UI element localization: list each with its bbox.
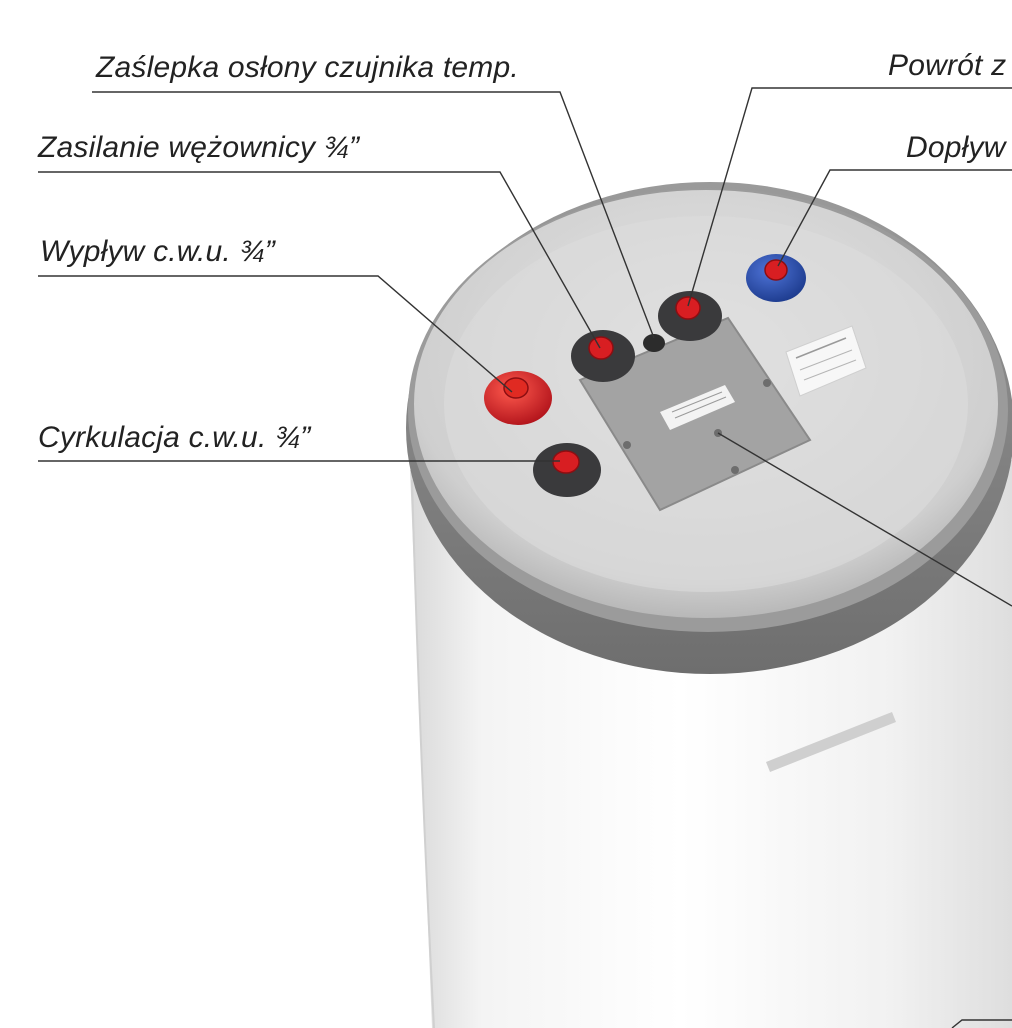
leader-lines [38, 87, 1012, 1028]
plate-screw-icon [763, 379, 771, 387]
coil-supply-connector [571, 330, 635, 382]
callout-coil-return: Powrót z [888, 49, 1007, 82]
leader-coil-supply [38, 171, 601, 349]
leader-cold-water-inlet [777, 169, 1012, 267]
cold-water-inlet-connector [746, 254, 806, 302]
circulation-connector [533, 443, 601, 497]
callout-cold-water-inlet: Dopływ [906, 131, 1006, 164]
leader-bottom [951, 1019, 1012, 1028]
rating-label [785, 325, 867, 397]
callout-coil-supply: Zasilanie wężownicy ¾” [38, 131, 360, 164]
leader-sensor-cap [92, 91, 655, 339]
coil-return-connector [658, 291, 722, 341]
callout-circulation: Cyrkulacja c.w.u. ¾” [38, 421, 311, 454]
leader-coil-return [687, 87, 1012, 307]
sensor-cap-connector [643, 334, 665, 352]
plate-screw-icon [731, 466, 739, 474]
plate-screw-icon [623, 441, 631, 449]
hot-water-outlet-connector [484, 371, 552, 425]
leader-hot-water-outlet [38, 275, 513, 393]
callout-hot-water-outlet: Wypływ c.w.u. ¾” [40, 235, 275, 268]
brand-logo-icon [766, 712, 896, 772]
leader-inspection-plate [717, 432, 1012, 607]
callout-sensor-cap: Zaślepka osłony czujnika temp. [96, 51, 519, 84]
